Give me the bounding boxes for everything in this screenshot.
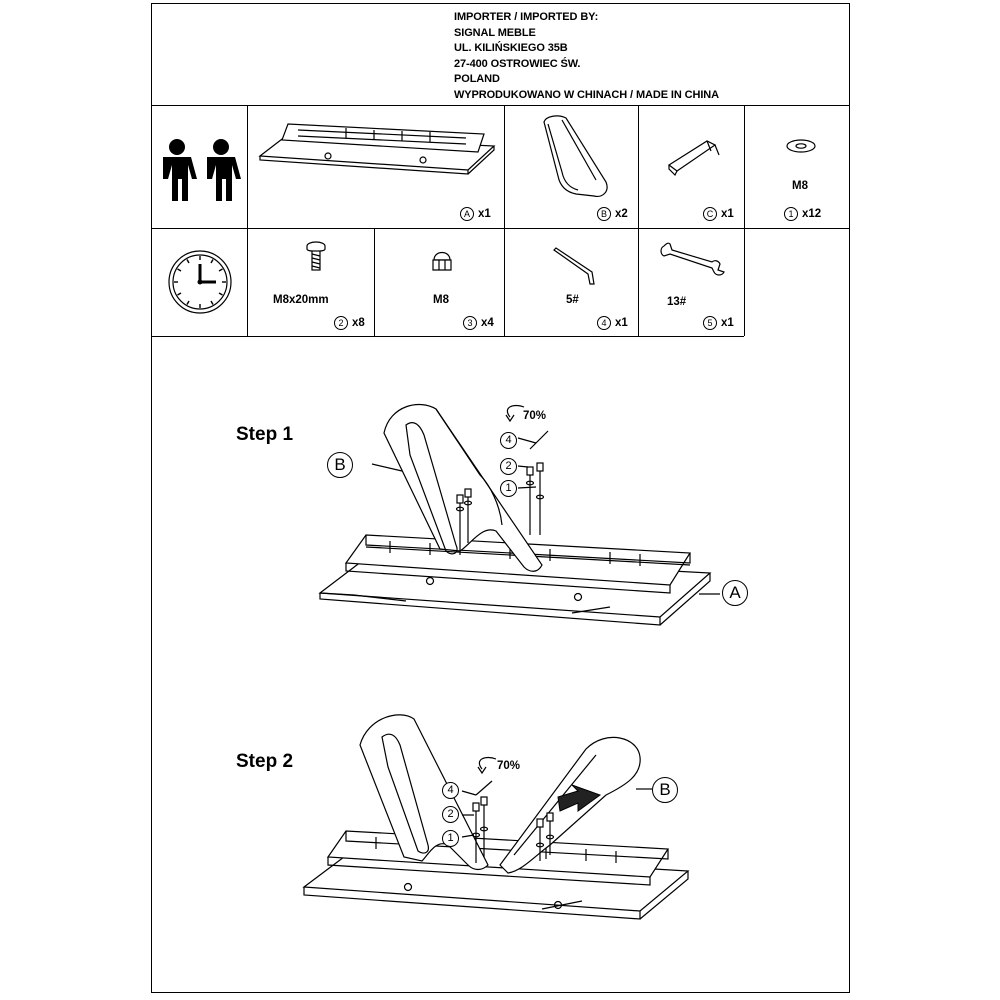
allen-key-qty: x1 (615, 317, 628, 330)
wrench-id: 5 (703, 316, 717, 330)
step-2-torque: 70% (497, 760, 521, 772)
bolt-id: 2 (334, 316, 348, 330)
step-1-callout-4: 4 (500, 432, 517, 449)
part-b-qty: x2 (615, 208, 628, 221)
wrench-qty: x1 (721, 317, 734, 330)
step-1-callout-2: 2 (500, 458, 517, 475)
cap-nut-icon (432, 251, 452, 271)
grid-line (151, 228, 850, 229)
step-2-diagram (302, 714, 690, 920)
nut-qty: x4 (481, 317, 494, 330)
part-c-id: C (703, 207, 717, 221)
allen-key-label: 4 x1 (597, 316, 628, 330)
two-persons-icon (163, 139, 241, 201)
grid-line (151, 336, 744, 337)
washer-spec: M8 (792, 180, 808, 192)
importer-line: SIGNAL MEBLE (454, 26, 536, 39)
importer-line: WYPRODUKOWANO W CHINACH / MADE IN CHINA (454, 88, 719, 101)
step-2-title: Step 2 (236, 751, 294, 772)
step-2-callout-b: B (652, 777, 678, 803)
step-1-callout-b: B (327, 452, 353, 478)
importer-line: IMPORTER / IMPORTED BY: (454, 11, 599, 23)
step-2-callout-1: 1 (442, 830, 459, 847)
wrench-label: 5 x1 (703, 316, 734, 330)
importer-line: POLAND (454, 73, 500, 85)
importer-line: 27-400 OSTROWIEC ŚW. (454, 57, 581, 70)
washer-qty: x12 (802, 208, 822, 221)
instruction-sheet (151, 3, 850, 993)
bolt-qty: x8 (352, 317, 365, 330)
step-1-title: Step 1 (236, 424, 294, 445)
importer-block: IMPORTER / IMPORTED BY: SIGNAL MEBLE UL.… (454, 10, 719, 103)
allen-key-id: 4 (597, 316, 611, 330)
bolt-icon (306, 241, 326, 271)
allen-key-icon (553, 247, 595, 285)
step-1-torque: 70% (523, 410, 547, 422)
grid-line (374, 228, 375, 336)
wrench-spec: 13# (667, 296, 687, 308)
allen-key-spec: 5# (566, 294, 579, 306)
grid-line (744, 105, 745, 336)
nut-label: 3 x4 (463, 316, 494, 330)
grid-line (247, 105, 248, 336)
washer-id: 1 (784, 207, 798, 221)
part-c-qty: x1 (721, 208, 734, 221)
bolt-label: 2 x8 (334, 316, 365, 330)
part-a-qty: x1 (478, 208, 491, 221)
bolt-spec: M8x20mm (273, 294, 329, 306)
washer-icon (786, 139, 816, 153)
bracket-icon (667, 140, 720, 177)
part-a-id: A (460, 207, 474, 221)
importer-line: UL. KILIŃSKIEGO 35B (454, 42, 568, 54)
step-1-callout-a: A (722, 580, 748, 606)
step-1-diagram (318, 403, 720, 626)
step-1-callout-1: 1 (500, 480, 517, 497)
step-2-callout-4: 4 (442, 782, 459, 799)
tabletop-a-icon (258, 123, 496, 175)
grid-line (504, 105, 505, 228)
grid-line (151, 105, 850, 106)
part-b-id: B (597, 207, 611, 221)
wrench-icon (660, 242, 725, 276)
grid-line (504, 228, 505, 336)
washer-label: 1 x12 (784, 207, 821, 221)
clock-icon (168, 250, 232, 314)
grid-line (638, 105, 639, 336)
leg-b-icon (543, 115, 608, 197)
nut-id: 3 (463, 316, 477, 330)
step-2-callout-2: 2 (442, 806, 459, 823)
nut-spec: M8 (433, 294, 449, 306)
